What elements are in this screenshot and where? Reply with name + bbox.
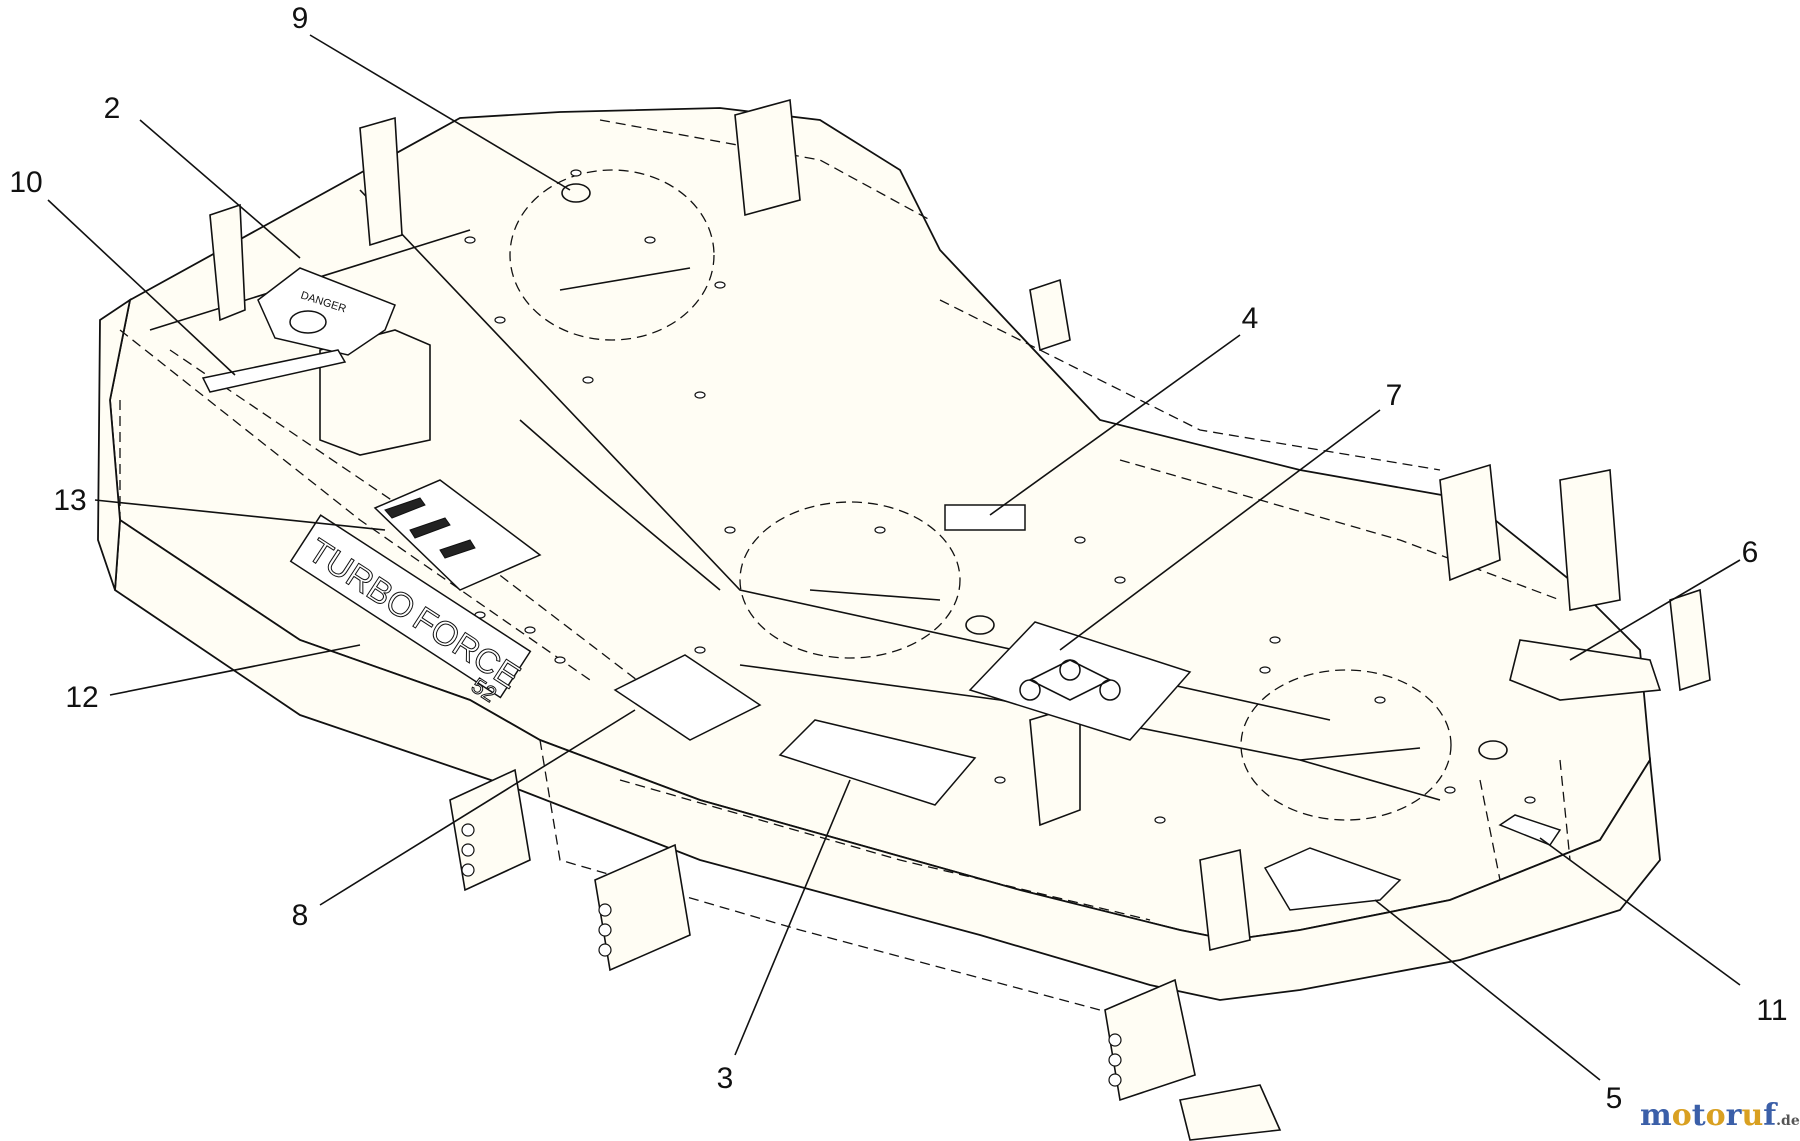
front-hitch-plates <box>449 768 1282 1141</box>
callout-9: 9 <box>292 2 309 35</box>
hanger-brackets <box>209 98 1711 951</box>
leader-10 <box>47 199 236 376</box>
callout-labels: 2 3 4 5 6 7 8 9 10 11 12 13 <box>9 2 1787 1115</box>
watermark-logo: motoruf.de <box>1640 1098 1800 1133</box>
mower-deck: TURBO FORCE 52 <box>97 98 1711 1141</box>
leader-11 <box>1539 837 1741 986</box>
decal-danger <box>257 267 396 356</box>
svg-text:motoruf.de: motoruf.de <box>1640 1098 1800 1133</box>
decal-pentagon-5 <box>1263 847 1402 911</box>
leader-3 <box>734 779 851 1056</box>
callout-12: 12 <box>65 681 98 714</box>
leader-13 <box>94 499 386 531</box>
watermark-letter: t <box>1692 1098 1706 1133</box>
leader-8 <box>319 709 636 906</box>
leader-12 <box>109 644 361 696</box>
watermark-letter: r <box>1726 1098 1743 1133</box>
watermark-letter: o <box>1672 1098 1692 1133</box>
decal-rect-3 <box>778 719 977 806</box>
baffle-6 <box>1509 639 1662 701</box>
decal-plate-11 <box>1498 814 1562 846</box>
mounting-holes <box>464 169 1536 824</box>
callout-2: 2 <box>104 92 121 125</box>
decal-belt-routing <box>968 621 1192 741</box>
decal-strip <box>201 349 347 393</box>
watermark-letter: f <box>1763 1098 1778 1133</box>
watermark-letter: m <box>1640 1098 1672 1133</box>
decals: DANGER <box>201 267 1662 911</box>
watermark-suffix: .de <box>1776 1113 1800 1129</box>
callout-8: 8 <box>292 899 309 932</box>
leader-4 <box>989 334 1241 516</box>
leader-5 <box>1374 899 1601 1081</box>
leader-2 <box>139 119 301 259</box>
callout-13: 13 <box>53 484 86 517</box>
callout-5: 5 <box>1606 1082 1623 1115</box>
callout-4: 4 <box>1242 302 1259 335</box>
decal-rect-4 <box>944 504 1026 531</box>
leader-lines <box>47 34 1741 1081</box>
callout-7: 7 <box>1386 379 1403 412</box>
callout-6: 6 <box>1742 536 1759 569</box>
callout-10: 10 <box>9 166 42 199</box>
callout-11: 11 <box>1756 994 1787 1027</box>
watermark-letter: o <box>1706 1098 1726 1133</box>
leader-9 <box>309 34 571 191</box>
leader-6 <box>1569 559 1741 661</box>
decal-instruction <box>373 479 542 591</box>
watermark-letter: u <box>1741 1098 1763 1133</box>
decal-square-8 <box>613 654 762 741</box>
leader-7 <box>1059 409 1381 651</box>
callout-3: 3 <box>717 1062 734 1095</box>
